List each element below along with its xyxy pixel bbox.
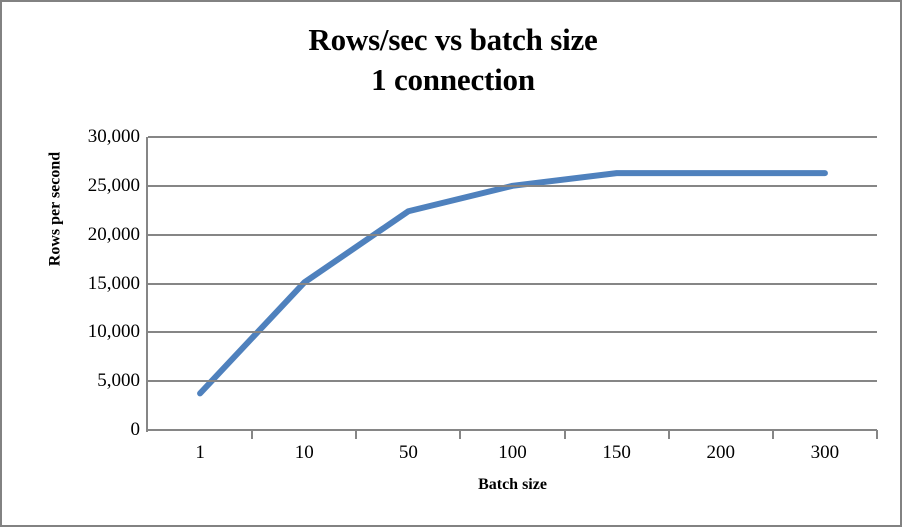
x-tick-label-300: 300 bbox=[810, 442, 840, 463]
chart-title: Rows/sec vs batch size 1 connection bbox=[2, 20, 900, 100]
x-axis-title: Batch size bbox=[478, 476, 547, 493]
y-tick-label-5000: 5,000 bbox=[97, 370, 140, 392]
gridline-20000 bbox=[148, 233, 877, 236]
y-tick-label-20000: 20,000 bbox=[87, 223, 140, 245]
chart-title-line-2: 1 connection bbox=[371, 62, 535, 97]
x-tick-mark-7 bbox=[876, 430, 878, 439]
x-axis-tick-labels: 1 10 50 100 150 200 300 bbox=[148, 442, 877, 472]
x-tick-mark-2 bbox=[355, 430, 358, 439]
x-tick-label-150: 150 bbox=[602, 442, 631, 463]
gridline-0 bbox=[148, 429, 877, 431]
gridline-5000 bbox=[148, 380, 877, 383]
y-tick-label-15000: 15,000 bbox=[87, 272, 140, 294]
chart-title-line-1: Rows/sec vs batch size bbox=[308, 22, 598, 57]
y-axis-tick-labels: 0 5,000 10,000 15,000 20,000 25,000 30,000 bbox=[22, 2, 168, 525]
x-tick-mark-6 bbox=[771, 430, 774, 439]
x-tick-mark-1 bbox=[251, 430, 254, 439]
x-tick-label-1: 1 bbox=[195, 442, 205, 463]
x-tick-label-100: 100 bbox=[498, 442, 527, 463]
gridline-30000 bbox=[148, 136, 877, 138]
y-axis-line bbox=[146, 137, 148, 432]
x-tick-mark-5 bbox=[667, 430, 670, 439]
x-tick-label-50: 50 bbox=[398, 442, 418, 463]
gridline-15000 bbox=[148, 282, 877, 285]
y-tick-label-0: 0 bbox=[130, 419, 141, 440]
gridline-10000 bbox=[148, 331, 877, 334]
y-tick-label-25000: 25,000 bbox=[87, 174, 140, 196]
x-tick-mark-3 bbox=[459, 430, 462, 439]
y-tick-label-30000: 30,000 bbox=[87, 126, 140, 147]
plot-area bbox=[148, 136, 877, 431]
x-tick-label-200: 200 bbox=[706, 442, 736, 463]
gridline-25000 bbox=[148, 184, 877, 187]
x-tick-mark-4 bbox=[563, 430, 566, 439]
x-tick-label-10: 10 bbox=[294, 442, 314, 463]
y-tick-label-10000: 10,000 bbox=[87, 321, 140, 343]
